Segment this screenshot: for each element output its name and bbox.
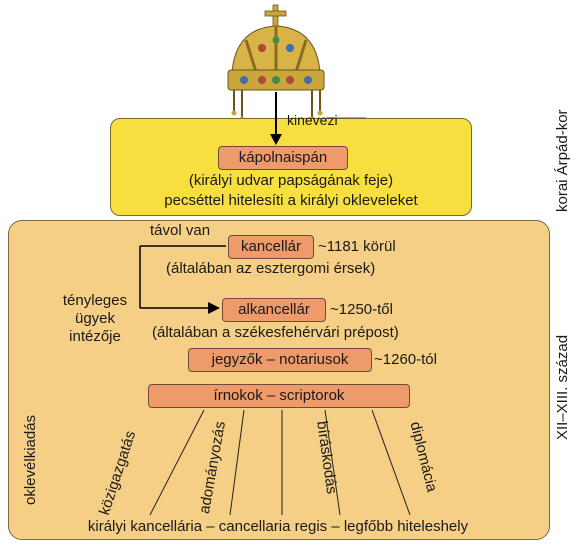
alkancellar-box: alkancellár bbox=[222, 298, 326, 322]
kapolnaispan-line2: pecséttel hitelesíti a királyi oklevelek… bbox=[164, 192, 418, 209]
kinevezi-label: kinevezi bbox=[287, 112, 338, 128]
tenyleges-line1: tényleges bbox=[62, 292, 128, 309]
alkancellar-date: ~1250-től bbox=[330, 301, 393, 318]
kapolnaispan-box: kápolnaispán bbox=[218, 146, 348, 170]
irnokok-box: írnokok – scriptorok bbox=[148, 384, 410, 408]
side-label-century: XII–XIII. század bbox=[554, 334, 571, 440]
kancellar-note: (általában az esztergomi érsek) bbox=[166, 260, 376, 277]
tenyleges-line3: intézője bbox=[69, 328, 121, 345]
xii-xiii-century-box bbox=[8, 220, 550, 540]
function-oklevelkiadas: oklevélkiadás bbox=[22, 414, 39, 505]
kancellar-box: kancellár bbox=[228, 235, 314, 259]
jegyzok-box: jegyzők – notariusok bbox=[188, 348, 372, 372]
holy-crown-icon bbox=[227, 4, 325, 122]
tenyleges-line2: ügyek bbox=[74, 310, 116, 327]
kapolnaispan-line1: (királyi udvar papságának feje) bbox=[188, 172, 394, 189]
bottom-label: királyi kancellária – cancellaria regis … bbox=[87, 518, 469, 535]
jegyzok-date: ~1260-tól bbox=[374, 351, 437, 368]
side-label-early: korai Árpád-kor bbox=[554, 109, 571, 212]
kancellar-date: ~1181 körül bbox=[318, 238, 396, 255]
alkancellar-note: (általában a székesfehérvári prépost) bbox=[152, 324, 399, 341]
tavol-van-label: távol van bbox=[150, 222, 211, 239]
